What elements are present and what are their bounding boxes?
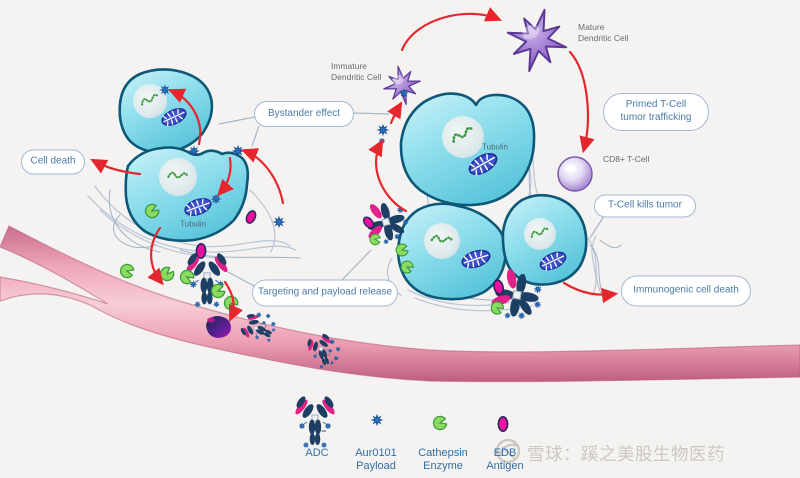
tumor-cells: [118, 68, 588, 301]
callout-primed-tcell: Primed T-Cell tumor trafficking: [603, 93, 709, 131]
arrow-idc-to-mdc: [400, 7, 503, 52]
callout-targeting-payload: Targeting and payload release: [252, 279, 398, 307]
label-mature-dendritic-cell: Mature Dendritic Cell: [578, 22, 629, 43]
vessel-drug-blob: [206, 316, 231, 338]
callout-leaders: [218, 112, 605, 289]
mechanism-arrows: [90, 7, 619, 323]
watermark-text: 雪球：蹊之美股生物医药: [527, 445, 725, 465]
arrow-release-up: [368, 139, 408, 213]
adc-bound: [184, 252, 229, 307]
legend-label-antigen: EDB Antigen: [486, 447, 524, 472]
legend-label-payload: Aur0101 Payload: [355, 447, 397, 472]
arrow-immunogenic: [562, 281, 619, 304]
xueqiu-logo-icon: [495, 438, 521, 464]
cell-nuclei: [133, 84, 556, 259]
arrow-bystander-up: [167, 88, 202, 146]
arrow-payload-in: [240, 148, 285, 205]
arrow-enzyme-down: [147, 226, 164, 286]
legend-antigen-icon: [497, 415, 509, 433]
blood-vessel: [0, 225, 800, 383]
callout-cell-death: Cell death: [21, 149, 85, 175]
legend-label-cathepsin: Cathepsin Enzyme: [418, 447, 468, 472]
cd8-tcell-icon: [557, 156, 593, 192]
tumor-cell-a: [118, 68, 214, 154]
tumor-cell-b: [124, 146, 250, 242]
callout-immunogenic-cell-death: Immunogenic cell death: [621, 275, 751, 307]
edb-antigen-icon: [243, 208, 259, 226]
callout-bystander-effect: Bystander effect: [254, 101, 354, 127]
label-immature-dendritic-cell: Immature Dendritic Cell: [331, 61, 382, 82]
label-tubulin-left: Tubulin: [180, 219, 206, 229]
arrow-to-vessel: [223, 280, 244, 323]
legend-payload-icon: [371, 414, 383, 426]
legend-cathepsin-icon: [431, 414, 449, 432]
arrow-to-tubulin: [217, 156, 234, 197]
label-cd8-tcell: CD8+ T-Cell: [603, 154, 650, 164]
callout-tcell-kills-tumor: T-Cell kills tumor: [594, 194, 696, 218]
legend-label-adc: ADC: [305, 447, 329, 459]
arrow-to-idc: [387, 101, 403, 125]
arrow-cell-death: [90, 158, 142, 176]
label-tubulin-right: Tubulin: [482, 142, 508, 152]
arrow-mdc-to-tcell: [568, 50, 595, 154]
legend-icons: [293, 395, 509, 448]
mature-dendritic-cell: [499, 1, 575, 80]
edb-antigen-icon: [195, 242, 207, 260]
legend-adc-icon: [293, 395, 336, 448]
immature-dendritic-cell: [379, 61, 425, 109]
